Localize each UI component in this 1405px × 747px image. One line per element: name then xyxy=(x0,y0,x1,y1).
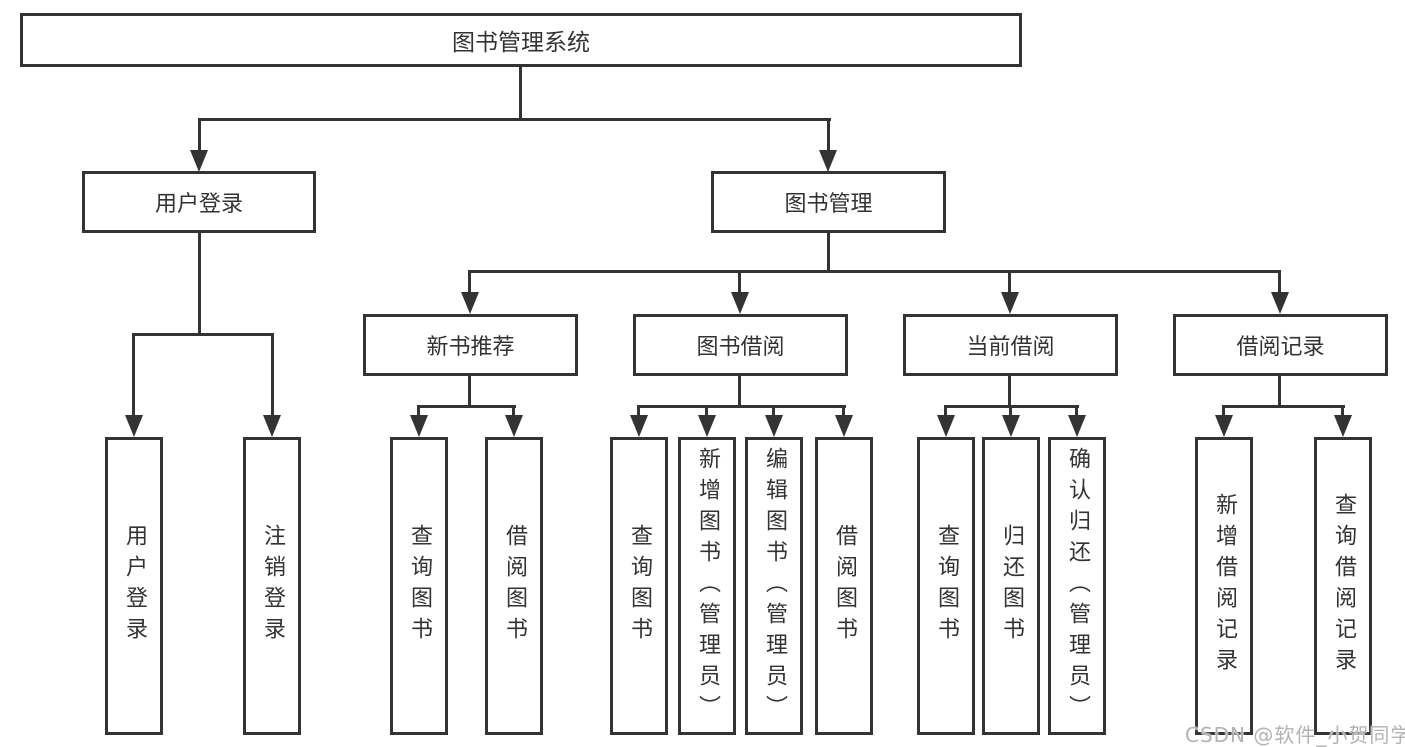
arrowhead-down-icon xyxy=(630,415,648,437)
arrowhead-down-icon xyxy=(698,415,716,437)
connector-segment xyxy=(468,270,471,294)
arrowhead-down-icon xyxy=(1334,415,1352,437)
connector-segment xyxy=(417,405,420,417)
arrowhead-down-icon xyxy=(505,415,523,437)
node-borrowing-records: 借阅记录 xyxy=(1173,314,1388,376)
connector-segment xyxy=(1008,270,1011,294)
leaf-add-borrow-record: 新增借阅记录 xyxy=(1195,437,1253,735)
connector-segment xyxy=(827,230,830,272)
leaf-query-books-current: 查询图书 xyxy=(917,437,975,735)
arrowhead-down-icon xyxy=(765,415,783,437)
arrowhead-down-icon xyxy=(1271,292,1289,314)
connector-segment xyxy=(132,333,274,336)
node-library-management-system: 图书管理系统 xyxy=(20,13,1022,67)
leaf-query-books-borrowing: 查询图书 xyxy=(610,437,668,735)
connector-segment xyxy=(1341,405,1344,417)
connector-segment xyxy=(198,118,201,152)
leaf-confirm-return-admin: 确认归还（管理员） xyxy=(1048,437,1106,735)
arrowhead-down-icon xyxy=(190,150,208,172)
arrowhead-down-icon xyxy=(1002,415,1020,437)
leaf-query-books-recommend: 查询图书 xyxy=(390,437,448,735)
connector-segment xyxy=(1222,405,1225,417)
connector-segment xyxy=(842,405,845,417)
connector-segment xyxy=(1278,374,1281,407)
connector-segment xyxy=(198,231,201,336)
connector-segment xyxy=(198,118,831,121)
arrowhead-down-icon xyxy=(461,292,479,314)
leaf-return-books: 归还图书 xyxy=(982,437,1040,735)
node-current-borrowing: 当前借阅 xyxy=(903,314,1118,376)
leaf-logout: 注销登录 xyxy=(243,437,301,735)
arrowhead-down-icon xyxy=(1068,415,1086,437)
leaf-add-books-admin: 新增图书（管理员） xyxy=(678,437,736,735)
connector-segment xyxy=(772,405,775,417)
connector-segment xyxy=(1008,374,1011,407)
node-book-management: 图书管理 xyxy=(711,171,946,233)
leaf-borrow-books-recommend: 借阅图书 xyxy=(485,437,543,735)
connector-segment xyxy=(637,405,846,408)
connector-segment xyxy=(271,333,274,417)
connector-segment xyxy=(944,405,947,417)
connector-segment xyxy=(738,270,741,294)
connector-segment xyxy=(132,333,135,417)
leaf-borrow-books: 借阅图书 xyxy=(815,437,873,735)
arrowhead-down-icon xyxy=(125,415,143,437)
arrowhead-down-icon xyxy=(937,415,955,437)
connector-segment xyxy=(637,405,640,417)
connector-segment xyxy=(1278,270,1281,294)
leaf-query-borrow-record: 查询借阅记录 xyxy=(1314,437,1372,735)
connector-segment xyxy=(738,374,741,407)
arrowhead-down-icon xyxy=(731,292,749,314)
arrowhead-down-icon xyxy=(1001,292,1019,314)
connector-segment xyxy=(827,118,830,152)
arrowhead-down-icon xyxy=(819,150,837,172)
connector-segment xyxy=(468,270,1281,273)
leaf-user-login: 用户登录 xyxy=(105,437,163,735)
arrowhead-down-icon xyxy=(1215,415,1233,437)
connector-segment xyxy=(705,405,708,417)
connector-segment xyxy=(468,374,471,407)
csdn-watermark: CSDN @软件_小贺同学 xyxy=(1185,723,1405,747)
leaf-edit-books-admin: 编辑图书（管理员） xyxy=(745,437,803,735)
arrowhead-down-icon xyxy=(410,415,428,437)
connector-segment xyxy=(1009,405,1012,417)
arrowhead-down-icon xyxy=(263,415,281,437)
connector-segment xyxy=(417,405,516,408)
connector-segment xyxy=(512,405,515,417)
node-new-book-recommendation: 新书推荐 xyxy=(363,314,578,376)
connector-segment xyxy=(1222,405,1345,408)
connector-segment xyxy=(519,67,522,121)
node-book-borrowing: 图书借阅 xyxy=(633,314,848,376)
node-user-login: 用户登录 xyxy=(82,171,316,233)
connector-segment xyxy=(1075,405,1078,417)
arrowhead-down-icon xyxy=(835,415,853,437)
